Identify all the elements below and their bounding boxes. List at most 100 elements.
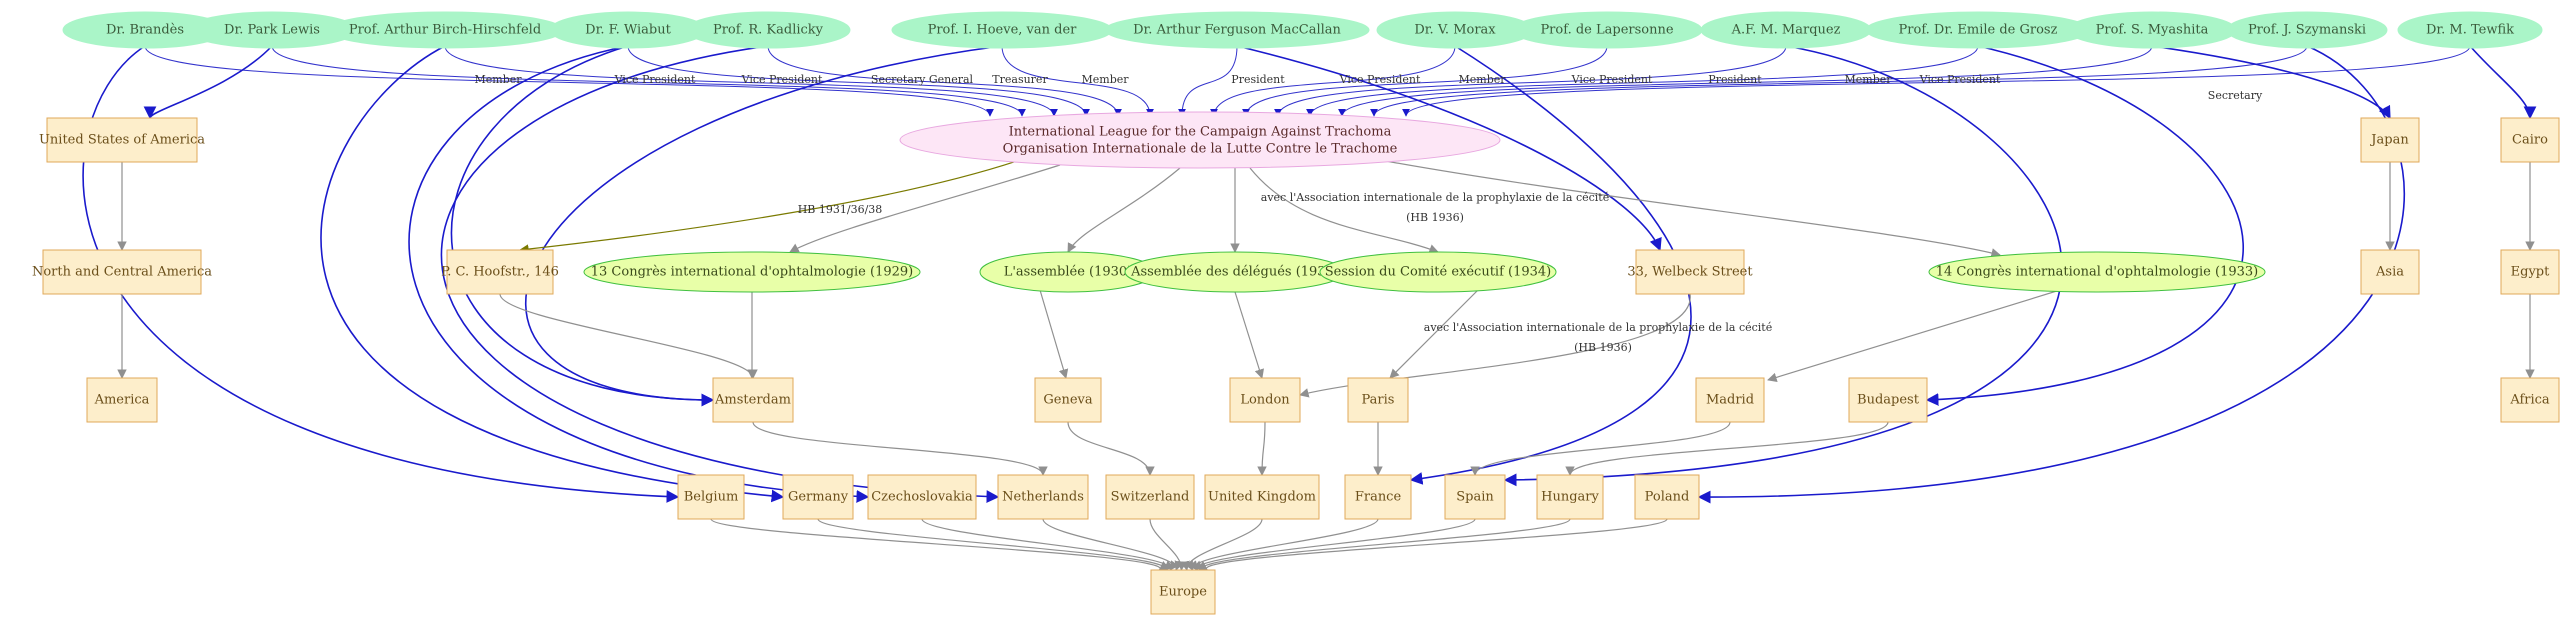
place-node-nca[interactable]: North and Central America [32, 249, 212, 295]
place-node-amsterdam[interactable]: Amsterdam [712, 377, 794, 423]
place-node-japan[interactable]: Japan [2360, 117, 2420, 163]
place-node-shape [2500, 117, 2560, 163]
place-node-europe[interactable]: Europe [1150, 569, 1216, 615]
place-node-switzerland[interactable]: Switzerland [1105, 474, 1195, 520]
place-node-uk[interactable]: United Kingdom [1204, 474, 1320, 520]
place-node-paris[interactable]: Paris [1347, 377, 1409, 423]
place-node-usa[interactable]: United States of America [39, 117, 205, 163]
org-edge-ev1934 [1249, 167, 1439, 254]
event-node-ev1929[interactable]: 13 Congrès international d'ophtalmologie… [583, 251, 921, 293]
edge-note-welbeck-line1: avec l'Association internationale de la … [1424, 321, 1772, 334]
organization-name-fr: Organisation Internationale de la Lutte … [1003, 142, 1398, 157]
person-label: Dr. Brandès [106, 23, 184, 38]
event-node-ev1933[interactable]: 14 Congrès international d'ophtalmologie… [1928, 251, 2266, 293]
person-node-shape [2226, 11, 2388, 49]
location-edge-kadlicky-netherlands [440, 45, 1000, 503]
place-node-shape [2500, 377, 2560, 423]
role-label-tewfik: Secretary [2208, 89, 2263, 102]
hierarchy-edge-netherlands-europe [1042, 518, 1184, 571]
person-node-tewfik[interactable]: Dr. M. Tewfik [2397, 11, 2543, 49]
place-node-budapest[interactable]: Budapest [1848, 377, 1928, 423]
place-node-welbeck[interactable]: 33, Welbeck Street [1627, 249, 1753, 295]
place-node-shape [867, 474, 977, 520]
edge-note-ev1934-line2: (HB 1936) [1406, 211, 1464, 224]
org-edge-ev1933 [1379, 159, 2001, 258]
person-node-szymanski[interactable]: Prof. J. Szymanski [2226, 11, 2388, 49]
person-node-hoeve[interactable]: Prof. I. Hoeve, van der [891, 11, 1113, 49]
place-label: Hungary [1541, 490, 1599, 505]
person-node-maccallan[interactable]: Dr. Arthur Ferguson MacCallan [1104, 11, 1370, 49]
place-node-france[interactable]: France [1344, 474, 1412, 520]
place-node-shape [677, 474, 745, 520]
place-node-geneva[interactable]: Geneva [1034, 377, 1102, 423]
place-node-netherlands[interactable]: Netherlands [997, 474, 1089, 520]
person-node-shape [685, 11, 851, 49]
event-node-ev1930[interactable]: L'assemblée (1930) [979, 251, 1157, 293]
hierarchy-edge-budapest-hungary [1565, 421, 1889, 476]
place-node-america[interactable]: America [86, 377, 158, 423]
event-label: Assemblée des délégués (1935) [1130, 265, 1339, 280]
person-node-marquez[interactable]: A.F. M. Marquez [1700, 11, 1872, 49]
person-node-kadlicky[interactable]: Prof. R. Kadlicky [685, 11, 851, 49]
event-node-ev1935[interactable]: Assemblée des délégués (1935) [1124, 251, 1346, 293]
location-edge-myashita-japan [2151, 45, 2391, 120]
place-node-spain[interactable]: Spain [1444, 474, 1506, 520]
person-node-shape [1104, 11, 1370, 49]
place-node-shape [1444, 474, 1506, 520]
person-label: Dr. M. Tewfik [2426, 23, 2514, 38]
location-edge-birch-germany [320, 45, 785, 503]
org-edge-hoofstr [519, 159, 1021, 254]
place-node-shape [1635, 249, 1745, 295]
hierarchy-edge-germany-europe [817, 518, 1175, 571]
role-label-grosz: President [1708, 73, 1762, 86]
place-label: Germany [788, 490, 849, 505]
person-node-birch[interactable]: Prof. Arthur Birch-Hirschfeld [326, 11, 564, 49]
place-label: United States of America [39, 133, 205, 148]
place-node-czechoslovakia[interactable]: Czechoslovakia [867, 474, 977, 520]
hierarchy-edge-london-uk [1257, 421, 1267, 476]
place-node-shape [1344, 474, 1412, 520]
hierarchy-edge-france-europe [1184, 518, 1379, 571]
person-node-grosz[interactable]: Prof. Dr. Emile de Grosz [1865, 11, 2091, 49]
place-node-shape [446, 249, 554, 295]
place-node-belgium[interactable]: Belgium [677, 474, 745, 520]
place-node-london[interactable]: London [1229, 377, 1301, 423]
event-node-ev1934[interactable]: Session du Comité exécutif (1934) [1319, 251, 1557, 293]
person-label: Dr. V. Morax [1414, 23, 1496, 38]
place-node-shape [1034, 377, 1102, 423]
place-node-cairo[interactable]: Cairo [2500, 117, 2560, 163]
place-node-asia[interactable]: Asia [2360, 249, 2420, 295]
place-node-shape [2360, 117, 2420, 163]
place-node-madrid[interactable]: Madrid [1695, 377, 1765, 423]
place-label: Poland [1645, 490, 1690, 505]
person-label: Prof. R. Kadlicky [713, 23, 824, 38]
location-edge-wiabut-czechoslovakia [408, 45, 870, 503]
person-node-morax[interactable]: Dr. V. Morax [1376, 11, 1534, 49]
place-node-hoofstr[interactable]: P. C. Hoofstr., 146 [441, 249, 559, 295]
place-node-shape [1536, 474, 1604, 520]
hierarchy-edge-czechoslovakia-europe [921, 518, 1179, 571]
person-node-myashita[interactable]: Prof. S. Myashita [2067, 11, 2237, 49]
place-label: France [1355, 490, 1402, 505]
place-label: 33, Welbeck Street [1627, 265, 1753, 280]
place-node-africa[interactable]: Africa [2500, 377, 2560, 423]
place-node-poland[interactable]: Poland [1634, 474, 1700, 520]
place-label: Switzerland [1111, 490, 1190, 505]
place-label: Czechoslovakia [871, 490, 973, 505]
person-node-park_lewis[interactable]: Dr. Park Lewis [186, 11, 358, 49]
place-node-egypt[interactable]: Egypt [2500, 249, 2560, 295]
event-edge-ev1933-madrid [1767, 289, 2061, 383]
hierarchy-edge-switzerland-europe [1149, 518, 1187, 571]
organization-node[interactable]: International League for the Campaign Ag… [899, 111, 1501, 169]
role-label-myashita: Member [1844, 73, 1892, 86]
event-node-shape [1928, 251, 2266, 293]
place-node-germany[interactable]: Germany [782, 474, 854, 520]
place-node-hungary[interactable]: Hungary [1536, 474, 1604, 520]
person-node-lapersonne[interactable]: Prof. de Lapersonne [1511, 11, 1703, 49]
person-node-wiabut[interactable]: Dr. F. Wiabut [549, 11, 707, 49]
place-label: United Kingdom [1208, 490, 1316, 505]
place-node-shape [1150, 569, 1216, 615]
place-label: Paris [1362, 393, 1395, 408]
place-label: Asia [2375, 265, 2404, 280]
